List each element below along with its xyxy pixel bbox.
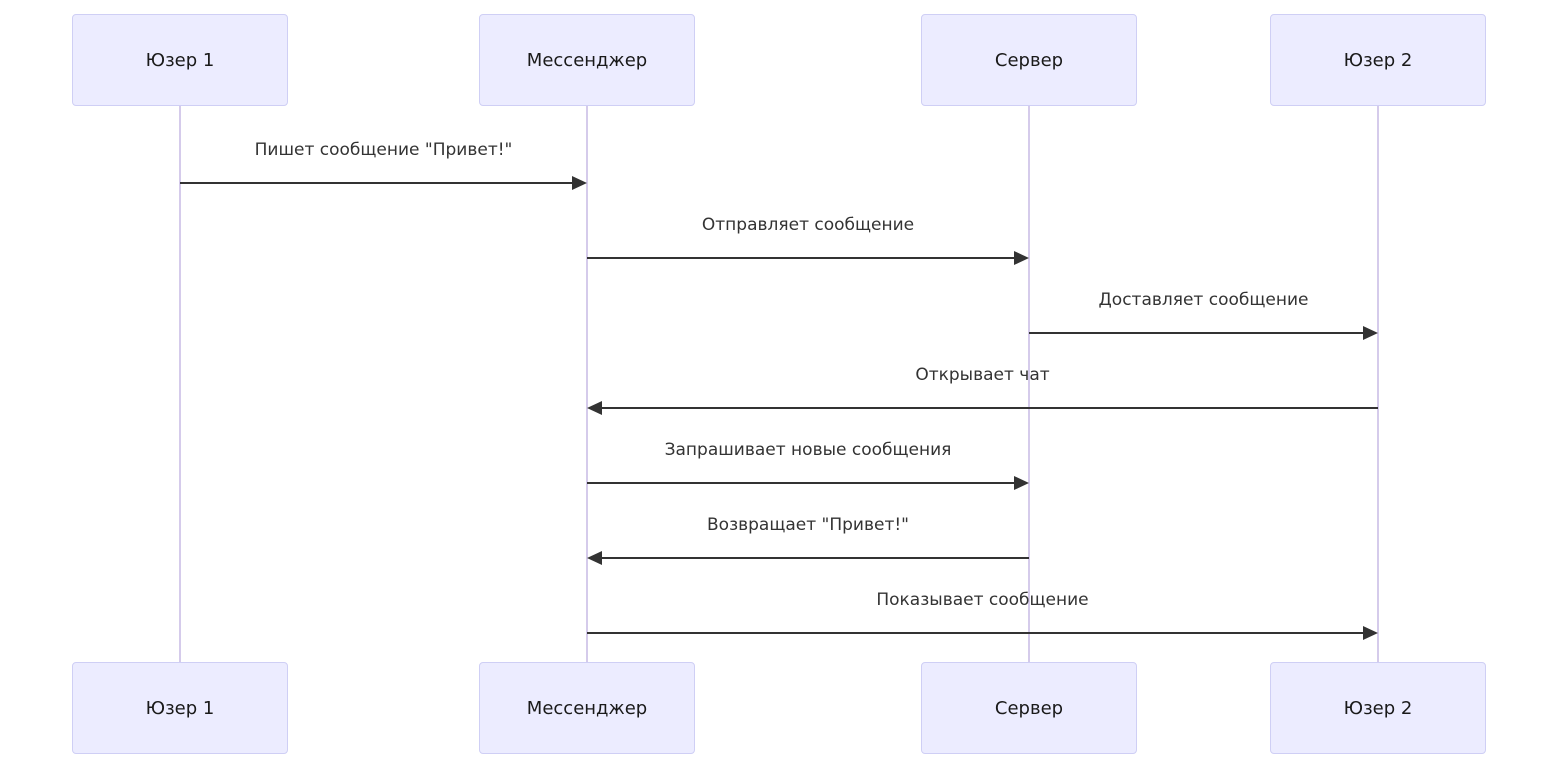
message-arrow-right: [587, 251, 1029, 265]
actor-label: Сервер: [994, 697, 1064, 719]
actor-box-user2-bottom: Юзер 2: [1270, 662, 1486, 754]
actor-label: Юзер 1: [145, 697, 215, 719]
message-arrow-left: [587, 551, 1029, 565]
lifeline-messenger: [586, 106, 588, 662]
arrowhead-icon: [1363, 626, 1378, 640]
arrow-line: [180, 182, 577, 184]
arrowhead-icon: [1014, 476, 1029, 490]
actor-label: Мессенджер: [526, 49, 648, 71]
arrow-line: [587, 257, 1019, 259]
actor-box-user1-bottom: Юзер 1: [72, 662, 288, 754]
arrowhead-icon: [572, 176, 587, 190]
message-label: Запрашивает новые сообщения: [664, 440, 952, 460]
lifeline-user2: [1377, 106, 1379, 662]
arrowhead-icon: [587, 401, 602, 415]
actor-box-messenger-bottom: Мессенджер: [479, 662, 695, 754]
message-label: Пишет сообщение "Привет!": [254, 140, 513, 160]
actor-box-user2-top: Юзер 2: [1270, 14, 1486, 106]
arrow-line: [587, 632, 1368, 634]
message-arrow-right: [587, 626, 1378, 640]
actor-box-messenger-top: Мессенджер: [479, 14, 695, 106]
actor-box-server-bottom: Сервер: [921, 662, 1137, 754]
lifeline-user1: [179, 106, 181, 662]
message-6: Возвращает "Привет!": [587, 515, 1029, 573]
arrow-line: [597, 407, 1378, 409]
actor-label: Юзер 1: [145, 49, 215, 71]
message-1: Пишет сообщение "Привет!": [180, 140, 587, 198]
arrowhead-icon: [1363, 326, 1378, 340]
message-3: Доставляет сообщение: [1029, 290, 1378, 348]
message-arrow-right: [1029, 326, 1378, 340]
arrowhead-icon: [1014, 251, 1029, 265]
arrowhead-icon: [587, 551, 602, 565]
actor-label: Юзер 2: [1343, 697, 1413, 719]
lifeline-server: [1028, 106, 1030, 662]
message-2: Отправляет сообщение: [587, 215, 1029, 273]
actor-box-user1-top: Юзер 1: [72, 14, 288, 106]
message-label: Показывает сообщение: [876, 590, 1089, 610]
arrow-line: [587, 482, 1019, 484]
message-label: Возвращает "Привет!": [707, 515, 909, 535]
message-label: Доставляет сообщение: [1098, 290, 1309, 310]
message-5: Запрашивает новые сообщения: [587, 440, 1029, 498]
arrow-line: [597, 557, 1029, 559]
actor-label: Мессенджер: [526, 697, 648, 719]
message-7: Показывает сообщение: [587, 590, 1378, 648]
message-arrow-right: [180, 176, 587, 190]
actor-box-server-top: Сервер: [921, 14, 1137, 106]
message-4: Открывает чат: [587, 365, 1378, 423]
message-label: Отправляет сообщение: [701, 215, 915, 235]
message-arrow-right: [587, 476, 1029, 490]
message-arrow-left: [587, 401, 1378, 415]
actor-label: Сервер: [994, 49, 1064, 71]
message-label: Открывает чат: [915, 365, 1050, 385]
arrow-line: [1029, 332, 1368, 334]
actor-label: Юзер 2: [1343, 49, 1413, 71]
